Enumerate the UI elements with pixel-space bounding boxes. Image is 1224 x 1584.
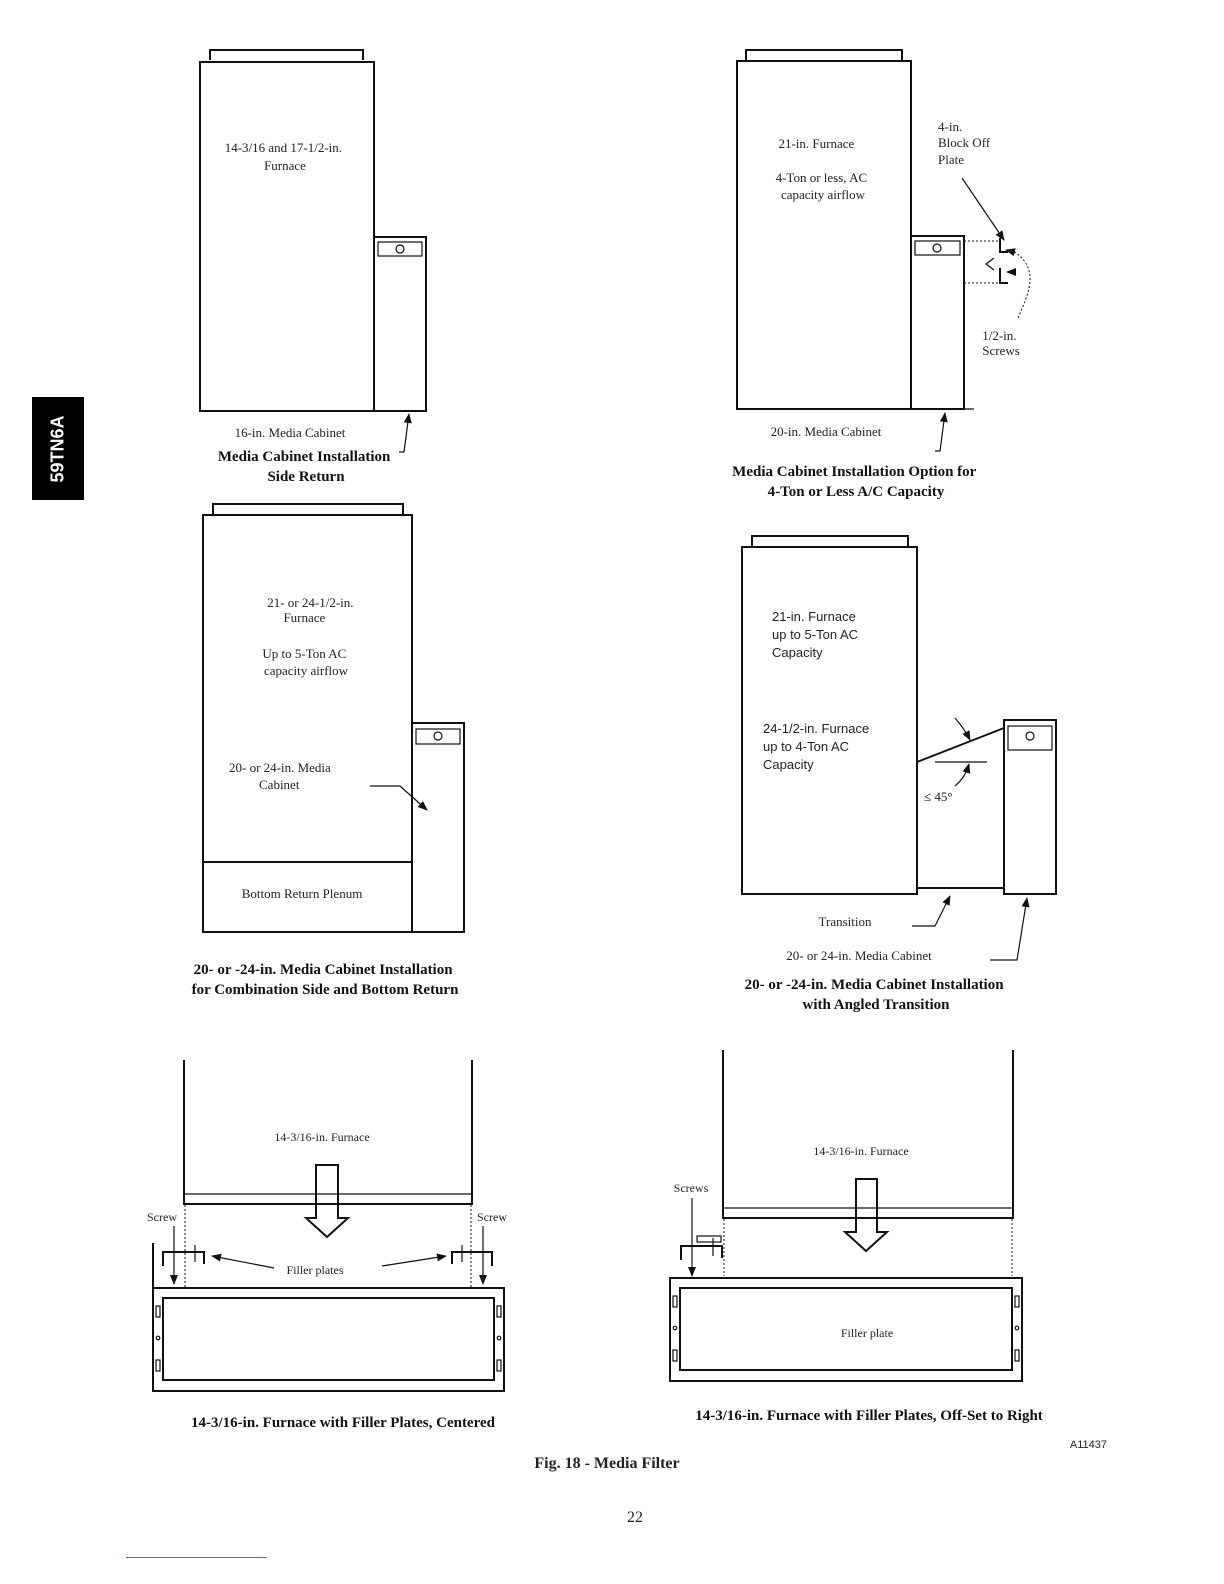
media-cabinet [373,236,427,412]
down-arrow [842,1178,890,1253]
media-cabinet [152,1287,505,1392]
cabinet-label: 16-in. Media Cabinet [235,425,346,440]
caption: Media Cabinet Installation Option for 4-… [732,464,980,500]
cabinet-leader-arrow [399,413,412,453]
top-flange [212,503,404,514]
furnace-body [741,546,918,895]
latch-icon [415,728,461,745]
diagram-side-return: 14-3/16 and 17-1/2-in. Furnace 16-in. Me… [199,49,427,485]
filler-arrow-left [211,1253,275,1269]
latch-icon [377,241,423,257]
filler-plate-left [162,1245,205,1266]
down-arrow [303,1164,351,1239]
angle-arrow-top [954,717,971,741]
label-24in: 24-1/2-in. Furnace up to 4-Ton AC Capaci… [763,721,873,772]
screws-label: Screws [674,1181,709,1195]
angle-label: ≤ 45° [924,789,953,804]
screw-label-right: Screw [477,1210,507,1224]
filler-arrow-right [381,1253,447,1267]
caption: 14-3/16-in. Furnace with Filler Plates, … [695,1408,1043,1424]
link-underline [126,1557,267,1558]
furnace-label: 14-3/16 and 17-1/2-in. Furnace [225,140,346,173]
caption: 20- or -24-in. Media Cabinet Installatio… [192,962,459,998]
filler-plate-right [451,1245,493,1266]
page-number: 22 [627,1509,643,1526]
filler-plate [680,1235,723,1260]
label-21in: 21-in. Furnace up to 5-Ton AC Capacity [772,609,862,660]
media-cabinet [910,235,965,410]
block-off-plate [985,238,1008,284]
diagram-angled-transition: 21-in. Furnace up to 5-Ton AC Capacity 2… [741,535,1057,1013]
plenum-label: Bottom Return Plenum [242,886,363,901]
latch-icon [914,240,961,256]
furnace-body [183,1060,473,1205]
block-plate-arrow [961,177,1005,241]
top-flange [209,49,364,60]
caption: Media Cabinet Installation Side Return [218,449,394,485]
furnace-label: 14-3/16-in. Furnace [813,1144,908,1158]
furnace-label: 14-3/16-in. Furnace [274,1130,369,1144]
cabinet-label: 20- or 24-in. Media Cabinet [229,760,334,792]
caption: 14-3/16-in. Furnace with Filler Plates, … [191,1415,496,1431]
cabinet-leader-arrow [935,412,948,452]
latch-icon [1007,725,1053,751]
cabinet-leader-arrow [370,785,428,811]
diagram-filler-offset: 14-3/16-in. Furnace Screws Filler plate … [669,1050,1043,1424]
diagram-filler-centered: 14-3/16-in. Furnace Screw Screw Filler p… [147,1060,507,1431]
figure-caption: Fig. 18 - Media Filter [534,1455,679,1472]
top-flange [751,535,909,546]
top-flange [745,49,903,60]
transition-label: Transition [819,914,872,929]
screws-label: 1/2-in. Screws [982,328,1020,358]
angle-arrow-bottom [954,763,971,787]
cabinet-label: 20-in. Media Cabinet [771,424,882,439]
furnace-label: 21- or 24-1/2-in. Furnace Up to 5-Ton AC… [262,595,356,678]
diagram-side-bottom-return: 21- or 24-1/2-in. Furnace Up to 5-Ton AC… [192,503,465,998]
block-off-label: 4-in. Block Off Plate [938,119,993,167]
cabinet-leader-arrow [990,897,1030,961]
screw-label-left: Screw [147,1210,177,1224]
furnace-body [736,60,912,410]
media-cabinet [669,1277,1023,1382]
media-cabinet [411,722,465,933]
transition [916,727,1005,889]
furnace-body [722,1050,1014,1219]
caption: 20- or -24-in. Media Cabinet Installatio… [745,977,1008,1013]
filler-plate-label: Filler plate [841,1326,893,1340]
furnace-body [202,514,413,933]
transition-leader-arrow [912,895,951,927]
cabinet-label: 20- or 24-in. Media Cabinet [786,948,932,963]
filler-plates-label: Filler plates [287,1263,344,1277]
furnace-body [199,61,375,412]
figure-id: A11437 [1070,1439,1107,1451]
media-cabinet [1003,719,1057,895]
side-tab: 59TN6A [32,397,84,500]
furnace-label: 21-in. Furnace 4-Ton or less, AC capacit… [776,136,871,202]
diagram-4ton-option: 21-in. Furnace 4-Ton or less, AC capacit… [732,49,1031,500]
